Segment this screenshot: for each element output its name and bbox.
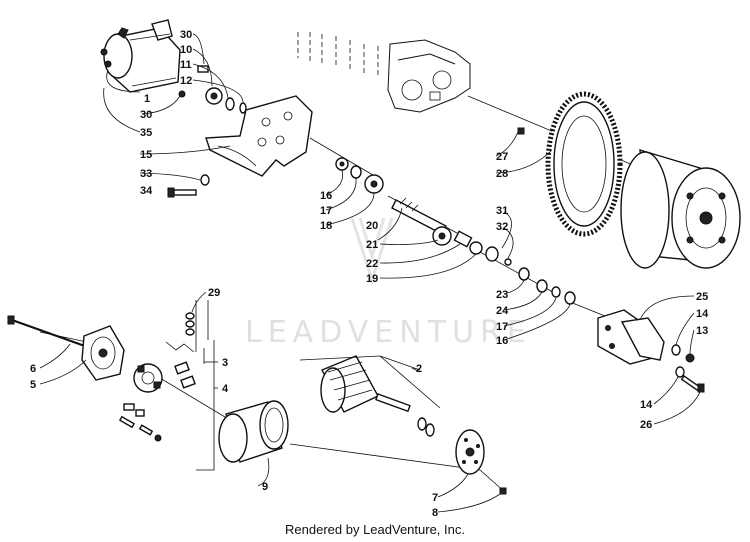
through-bolt: [7, 315, 97, 351]
retainer-ring: [485, 246, 499, 262]
callout-8: 8: [432, 507, 438, 519]
callout-1: 1: [144, 93, 150, 105]
callout-29: 29: [208, 287, 220, 299]
callout-26: 26: [640, 419, 652, 431]
armature-washer: [417, 417, 435, 437]
retaining-clip: [239, 102, 247, 114]
bolt-small: [178, 90, 186, 98]
washer: [225, 97, 235, 111]
nut: [685, 353, 695, 363]
watermark-logo: [350, 217, 394, 285]
commutator-end-cap: [81, 325, 125, 381]
callout-34: 34: [140, 185, 153, 197]
callout-5: 5: [30, 379, 36, 391]
callout-33: 33: [140, 168, 152, 180]
callout-3: 3: [222, 357, 228, 369]
callout-20: 20: [366, 220, 378, 232]
brush-holder-plate: [133, 363, 163, 393]
callout-28: 28: [496, 168, 508, 180]
callout-16: 16: [496, 335, 508, 347]
bushing: [564, 291, 576, 305]
spring: [453, 230, 473, 248]
thrust-washer: [536, 279, 548, 293]
callout-12: 12: [180, 75, 192, 87]
lock-washer: [671, 344, 681, 356]
bendix-gear: [364, 174, 384, 194]
bearing: [551, 286, 561, 298]
mount-bolt: [167, 187, 197, 198]
starter-mounting-bracket: [205, 95, 313, 177]
callout-9: 9: [262, 481, 268, 493]
collar: [469, 241, 483, 255]
callout-14: 14: [640, 399, 653, 411]
callout-30: 30: [180, 29, 192, 41]
small-hardware: [118, 403, 162, 442]
field-frame-housing: [218, 400, 289, 463]
callout-14: 14: [696, 308, 709, 320]
roll-pin: [197, 65, 209, 73]
terminal-hardware: [185, 300, 197, 352]
callout-30: 30: [140, 109, 152, 121]
callout-17: 17: [320, 205, 332, 217]
callout-32: 32: [496, 221, 508, 233]
footer-credit: Rendered by LeadVenture, Inc.: [285, 522, 465, 537]
callout-11: 11: [180, 59, 192, 71]
bushing: [350, 165, 362, 179]
ring-gear: [545, 91, 623, 237]
end-plate-screw: [499, 487, 507, 495]
drive-end-plate: [455, 429, 485, 475]
clutch-assembly: [432, 226, 452, 246]
starter-motor-assembly: [100, 19, 181, 93]
callout-10: 10: [180, 44, 192, 56]
ring-gear-bolt: [517, 127, 525, 135]
mount-washer: [200, 174, 210, 186]
callout-22: 22: [366, 258, 378, 270]
callout-2: 2: [416, 363, 422, 375]
callout-7: 7: [432, 492, 438, 504]
callout-19: 19: [366, 273, 378, 285]
housing-bolt: [680, 375, 705, 393]
flywheel-drum: [620, 149, 741, 269]
callout-4: 4: [222, 383, 229, 395]
brush: [174, 361, 196, 389]
callout-16: 16: [320, 190, 332, 202]
callout-13: 13: [696, 325, 708, 337]
callout-25: 25: [696, 291, 708, 303]
callout-6: 6: [30, 363, 36, 375]
drive-gear: [205, 87, 223, 105]
bearing: [335, 157, 349, 171]
brush-spring: [165, 341, 195, 353]
lock-washer: [675, 366, 685, 378]
callout-21: 21: [366, 239, 378, 251]
engine-block-outline: [297, 32, 471, 113]
watermark-text: LEADVENTURE: [245, 315, 532, 350]
starter-end-housing: [597, 309, 665, 365]
callout-27: 27: [496, 151, 508, 163]
snap-ring: [504, 258, 512, 266]
callout-18: 18: [320, 220, 332, 232]
callout-35: 35: [140, 127, 152, 139]
callout-31: 31: [496, 205, 508, 217]
spacer: [518, 267, 530, 281]
leader-lines: [39, 33, 701, 513]
group-bracket: [196, 300, 215, 471]
armature: [299, 355, 441, 413]
callout-15: 15: [140, 149, 152, 161]
callout-17: 17: [496, 321, 508, 333]
callout-23: 23: [496, 289, 508, 301]
callout-labels: 30 10 11 12 1 30 35 15 33 34 27 28 16 17…: [30, 29, 709, 519]
callout-24: 24: [496, 305, 509, 317]
